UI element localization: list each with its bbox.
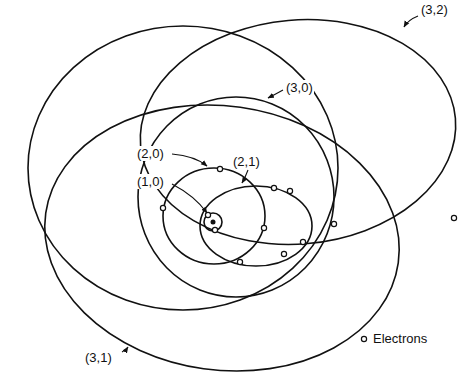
orbit-2-1 <box>200 186 312 266</box>
orbit-large <box>28 26 338 310</box>
orbit-label: (2,0) <box>136 146 165 161</box>
orbit-label: (1,0) <box>136 174 165 189</box>
nucleus <box>211 220 216 225</box>
orbit-label: (3,0) <box>285 80 314 95</box>
orbit-3-2 <box>131 7 465 258</box>
orbit-label: (2,1) <box>232 154 261 169</box>
legend-text: Electrons <box>372 331 428 346</box>
orbit-3-1 <box>27 83 416 375</box>
orbit-2-0 <box>163 168 265 264</box>
orbit-label: (3,2) <box>420 2 449 17</box>
orbit-label: (3,1) <box>84 350 113 365</box>
orbit-3-0 <box>138 97 334 297</box>
legend-electron-sample <box>361 336 366 341</box>
leader-lines <box>122 16 418 352</box>
electrons <box>160 166 456 264</box>
